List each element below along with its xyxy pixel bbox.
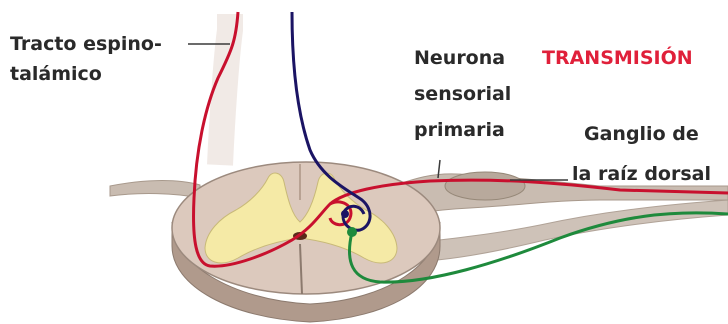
blue-terminal	[341, 210, 349, 218]
ganglion-label-line1: Ganglio de	[584, 123, 699, 145]
dorsal-root-ganglion	[445, 172, 525, 200]
tract-label-line1: Tracto espino-	[10, 33, 162, 55]
left-nerve	[110, 181, 200, 198]
tract-label-line2: talámico	[10, 63, 102, 85]
neuron-label-line2: sensorial	[414, 83, 511, 105]
ascending-column	[220, 14, 230, 165]
neuron-label-line1: Neurona	[414, 47, 505, 69]
ganglion-label-line2: la raíz dorsal	[572, 163, 711, 185]
green-motor-neuron	[347, 227, 357, 237]
neuron-label-line3: primaria	[414, 119, 505, 141]
transmission-label: TRANSMISIÓN	[542, 45, 693, 69]
